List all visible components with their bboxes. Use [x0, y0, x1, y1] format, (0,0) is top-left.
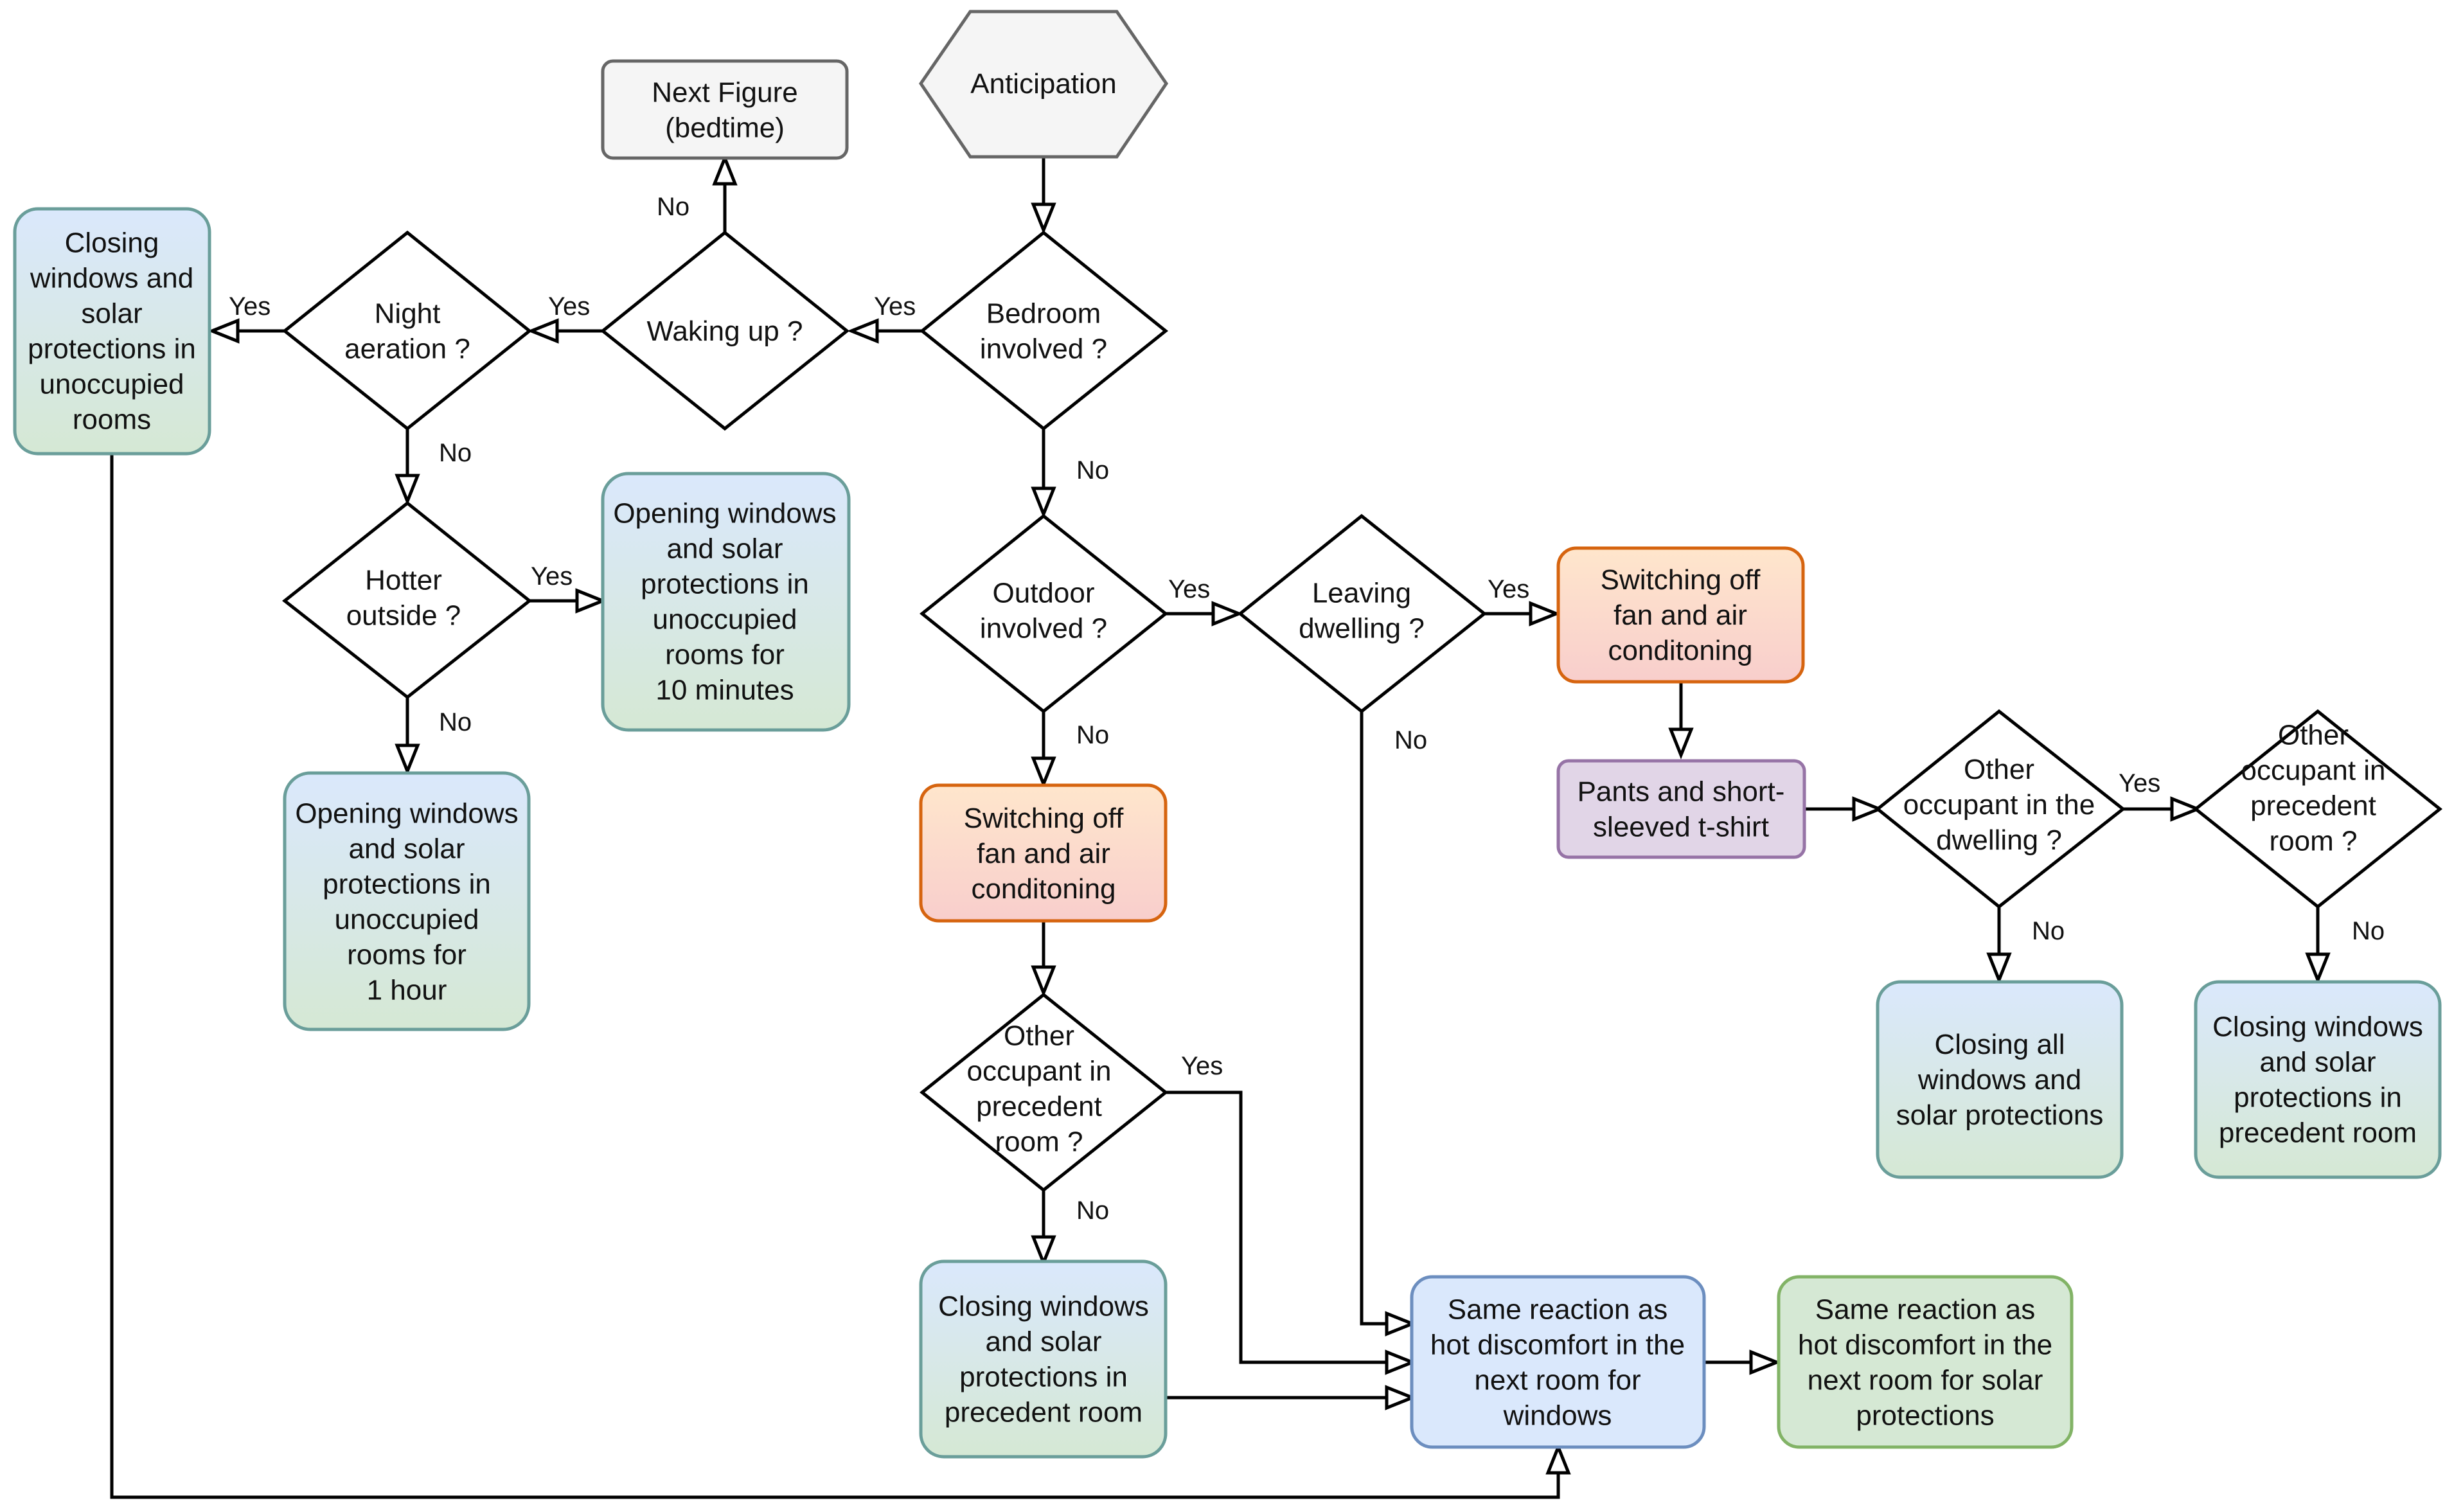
edge-other-prec-a-same-windows — [1166, 1090, 1387, 1364]
arrowhead — [1529, 601, 1561, 627]
svg-text:Waking up ?: Waking up ? — [647, 316, 803, 347]
arrowhead — [1986, 952, 2012, 984]
arrowhead — [395, 743, 420, 776]
arrowhead — [1385, 1311, 1417, 1337]
edge-label-no: No — [2352, 917, 2385, 945]
svg-text:Pants and short-sleeved t-shir: Pants and short-sleeved t-shirt — [1578, 776, 1785, 843]
node-next-figure: Next Figure(bedtime) — [601, 59, 849, 160]
svg-text:Next Figure(bedtime): Next Figure(bedtime) — [652, 77, 797, 144]
edge-close-unocc-same-windows — [110, 454, 1560, 1499]
arrowhead — [1545, 1443, 1571, 1475]
arrowhead — [712, 154, 738, 186]
edge-label-yes: Yes — [874, 292, 916, 321]
decision-waking-up: Waking up ? — [600, 230, 849, 431]
edge-label-no: No — [657, 193, 689, 221]
arrowhead — [847, 318, 879, 344]
edge-label-no: No — [1394, 726, 1427, 754]
arrowhead — [575, 588, 607, 614]
node-anticipation: Anticipation — [918, 10, 1169, 159]
edge-label-yes: Yes — [531, 562, 573, 591]
arrowhead — [1852, 796, 1884, 822]
edge-label-yes: Yes — [548, 292, 590, 321]
arrowhead — [1211, 601, 1243, 627]
arrowhead — [208, 318, 240, 344]
edge-label-yes: Yes — [1168, 575, 1210, 603]
svg-text:Anticipation: Anticipation — [970, 68, 1116, 100]
edge-label-yes: Yes — [1181, 1052, 1223, 1080]
edge-label-yes: Yes — [2119, 769, 2160, 797]
edge-label-no: No — [439, 708, 472, 736]
edge-label-no: No — [439, 439, 472, 467]
arrowhead — [395, 474, 420, 506]
edge-label-no: No — [2032, 917, 2065, 945]
arrowhead — [1749, 1349, 1781, 1375]
arrowhead — [527, 318, 559, 344]
edge-label-yes: Yes — [229, 292, 271, 321]
arrowhead — [1385, 1349, 1417, 1375]
arrowhead — [1031, 756, 1056, 788]
arrowhead — [1031, 202, 1056, 235]
arrowhead — [1385, 1385, 1417, 1410]
edge-label-no: No — [1076, 1196, 1109, 1225]
edge-label-yes: Yes — [1488, 575, 1529, 603]
arrowhead — [1031, 965, 1056, 997]
arrowhead — [1031, 1235, 1056, 1267]
arrowhead — [2305, 952, 2331, 984]
edge-label-no: No — [1076, 456, 1109, 485]
node-pants-tshirt: Pants and short-sleeved t-shirt — [1556, 759, 1806, 859]
arrowhead — [2170, 796, 2202, 822]
edge-leaving-same-windows — [1360, 711, 1387, 1326]
arrowhead — [1031, 486, 1056, 519]
edge-label-no: No — [1076, 721, 1109, 749]
arrowhead — [1668, 727, 1694, 760]
